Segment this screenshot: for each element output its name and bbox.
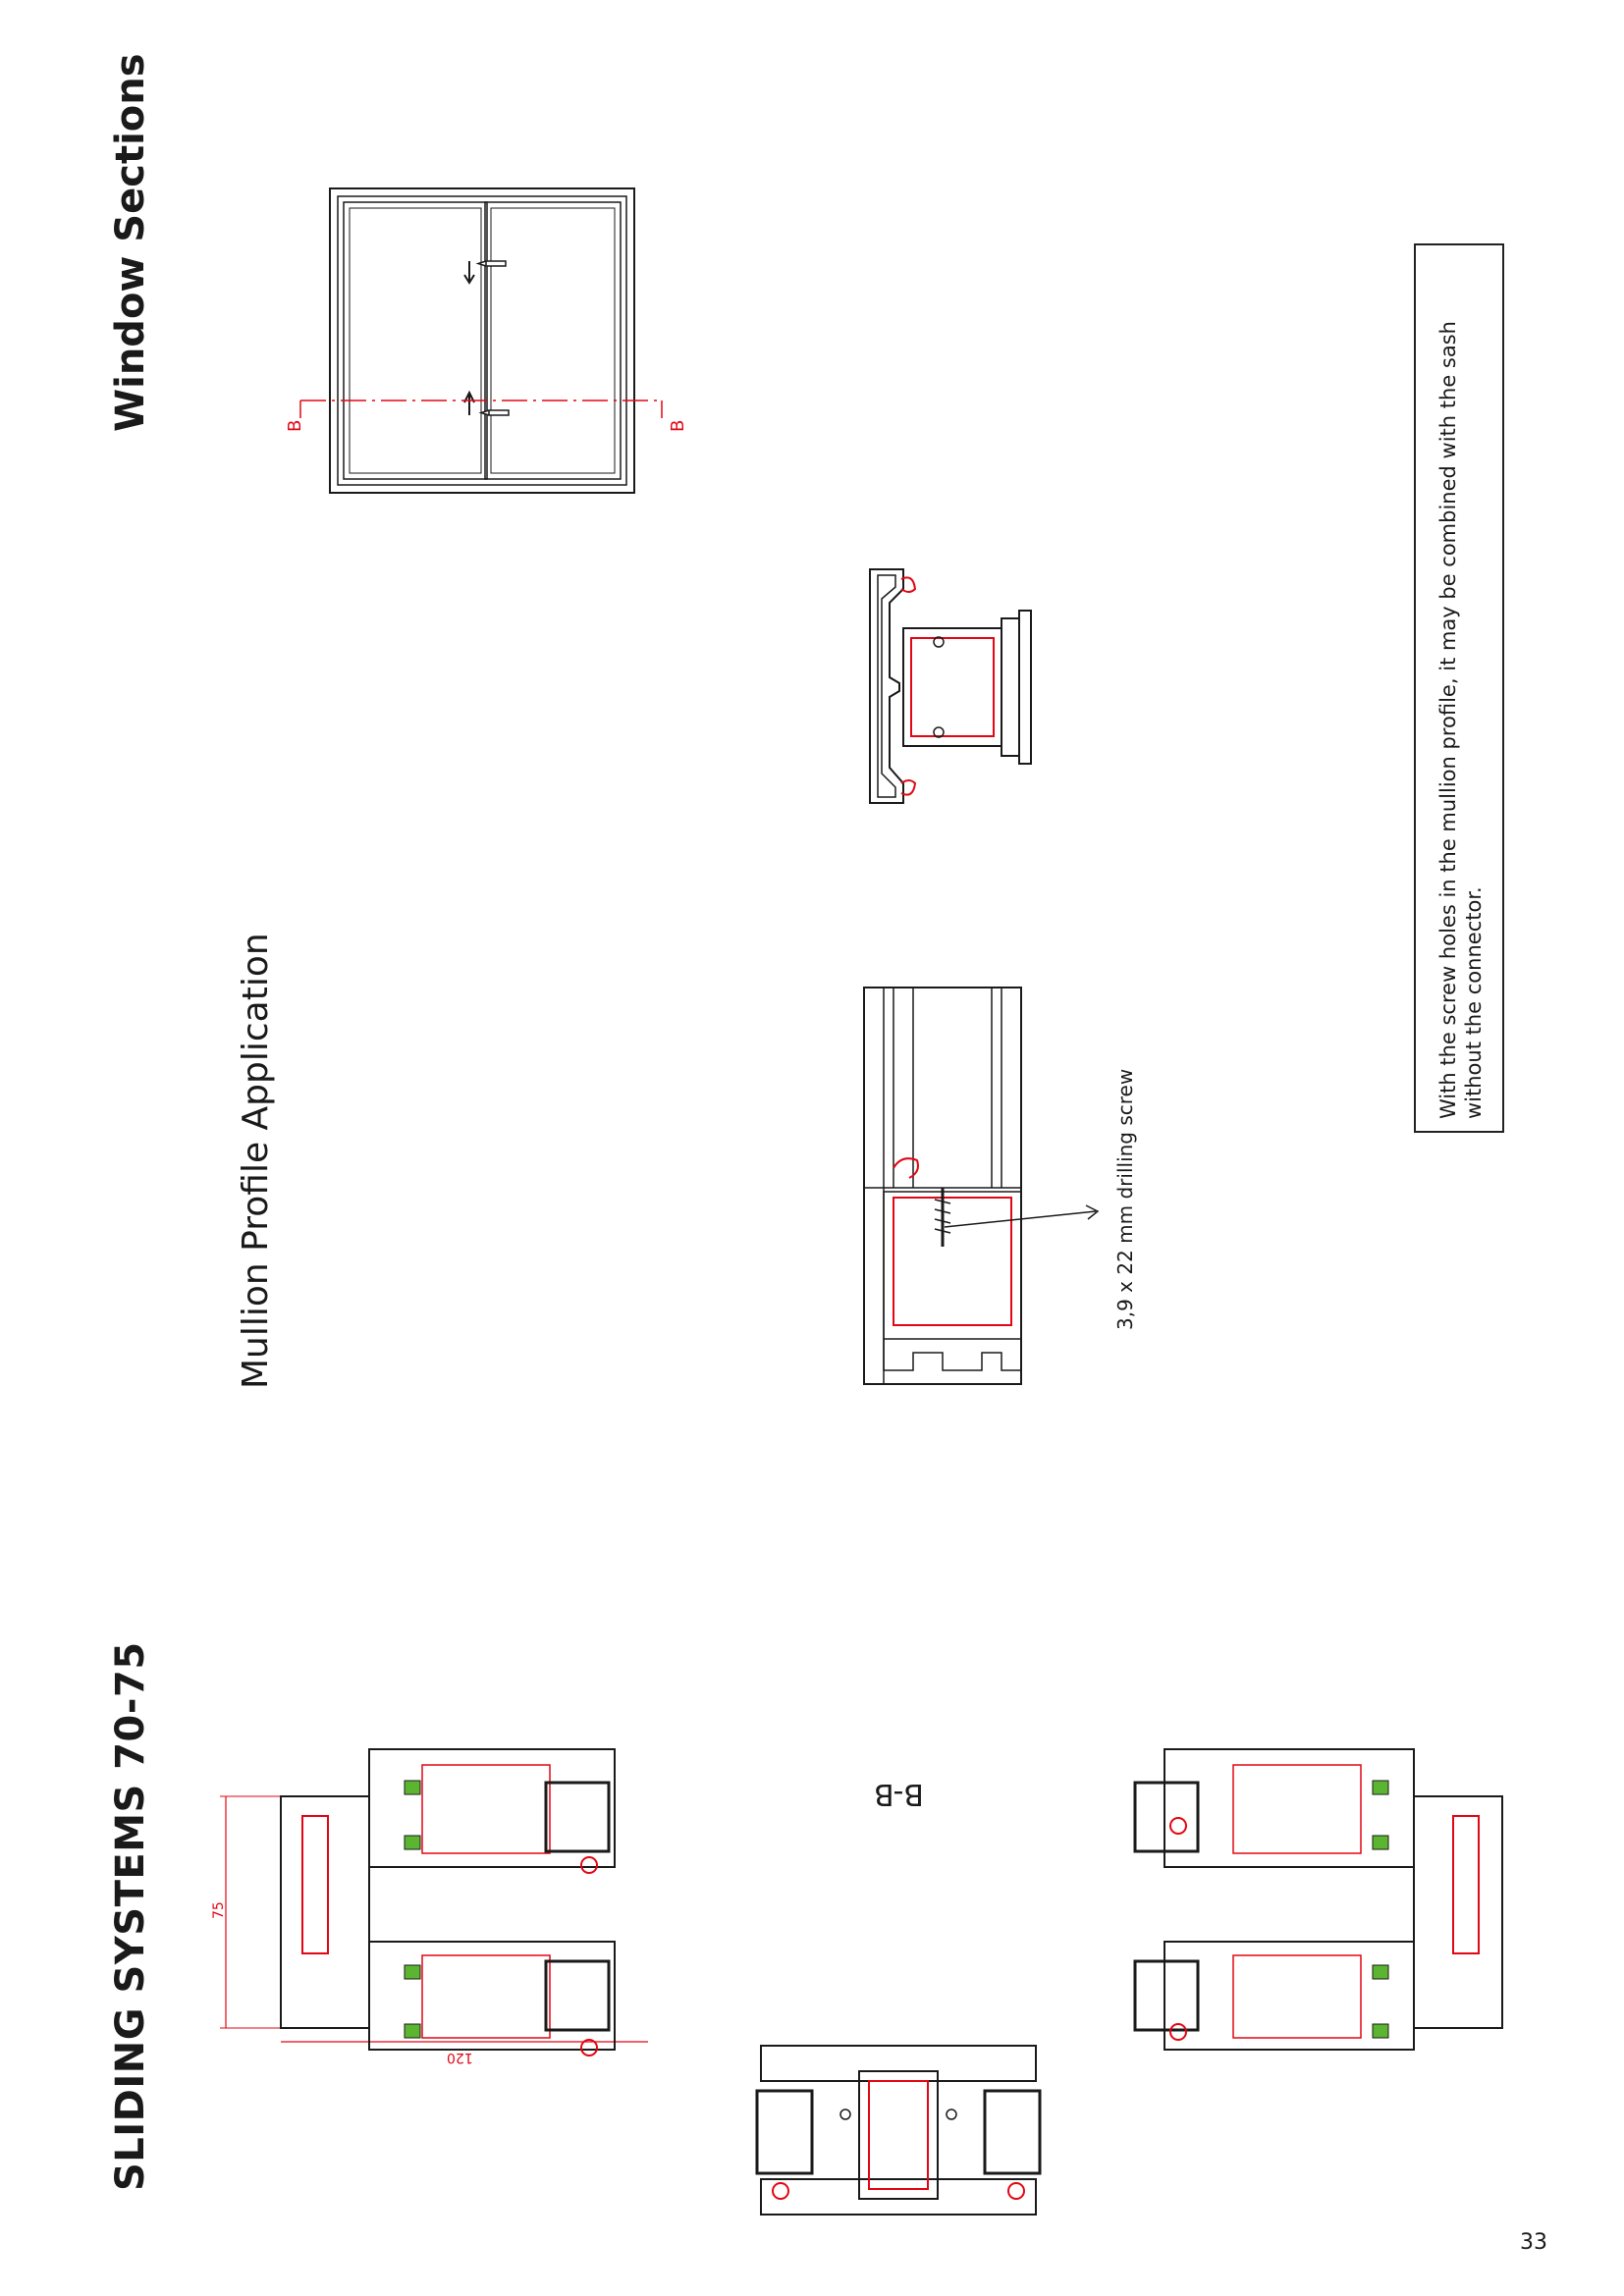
note-box: With the screw holes in the mullion prof… bbox=[1414, 243, 1504, 1133]
note-text: With the screw holes in the mullion prof… bbox=[1436, 321, 1486, 1119]
dimension-height-label: 75 bbox=[211, 1901, 227, 1919]
mullion-profile-drawing bbox=[869, 568, 1032, 804]
window-elevation-drawing bbox=[299, 187, 663, 494]
mullion-section-drawing-bb bbox=[755, 2045, 1042, 2216]
section-view-label: B-B bbox=[874, 1777, 924, 1811]
dimension-width-label: 120 bbox=[447, 2050, 473, 2065]
frame-section-drawing-left bbox=[220, 1748, 648, 2056]
cut-label-right: B bbox=[668, 419, 688, 432]
page-number: 33 bbox=[1520, 2230, 1547, 2255]
frame-section-drawing-right bbox=[1133, 1748, 1503, 2051]
mullion-screw-drawing bbox=[863, 987, 1100, 1385]
mullion-heading: Mullion Profile Application bbox=[236, 933, 276, 1389]
cut-label-left: B bbox=[285, 419, 305, 432]
system-title: SLIDING SYSTEMS 70-75 bbox=[108, 1641, 153, 2191]
section-title: Window Sections bbox=[108, 53, 153, 432]
